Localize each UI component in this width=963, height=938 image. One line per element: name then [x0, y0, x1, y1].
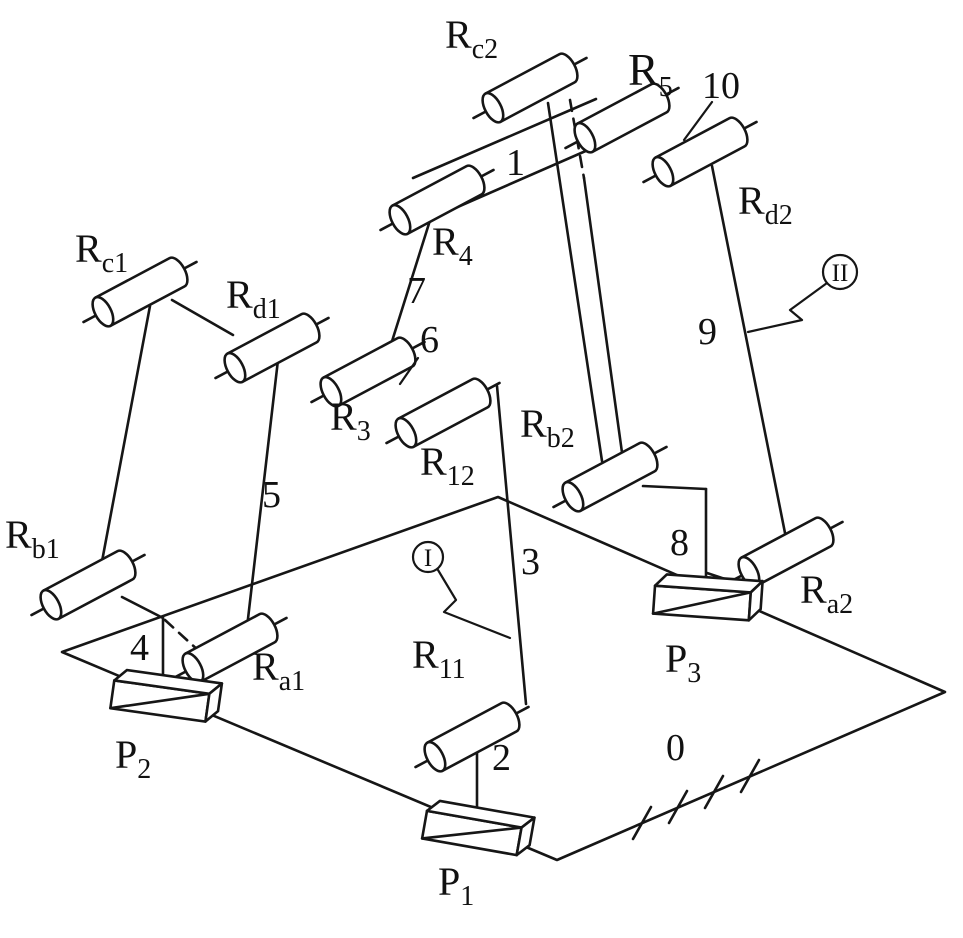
link-rc2-rb2-right	[582, 176, 626, 469]
link-rb2-slider	[641, 484, 708, 491]
label-Rc2: Rc2	[445, 12, 498, 65]
link-rc1-rd1	[170, 298, 235, 337]
label-link-4: 4	[130, 627, 149, 669]
link-rc1-rb1	[98, 304, 152, 574]
link-3-line	[495, 384, 528, 706]
label-R11: R11	[412, 632, 466, 685]
label-link-9: 9	[698, 311, 717, 353]
joint-P3-box	[651, 572, 764, 623]
limb-II-label: II	[832, 260, 849, 287]
label-link-7: 7	[407, 270, 426, 312]
link-rc2-rb2-left	[546, 101, 604, 463]
label-R3: R3	[330, 394, 371, 447]
label-link-3: 3	[521, 541, 540, 583]
label-P1: P1	[438, 859, 474, 912]
link-7-line	[386, 212, 434, 356]
platform-1-upper-edge	[411, 97, 598, 180]
label-Rd1: Rd1	[226, 272, 281, 325]
label-link-0: 0	[666, 727, 685, 769]
label-Ra1: Ra1	[252, 644, 305, 697]
label-R12: R12	[420, 439, 475, 492]
label-Rd2: Rd2	[738, 178, 793, 231]
ground-hatching	[631, 758, 761, 841]
link-rb1-slider	[120, 595, 165, 620]
label-link-8: 8	[670, 522, 689, 564]
joint-R3-cylinder	[302, 326, 434, 418]
leader-limb-I	[436, 568, 512, 640]
base-plane	[60, 495, 947, 862]
label-Rb2: Rb2	[520, 401, 575, 454]
label-link-1: 1	[506, 142, 525, 184]
label-R5: R5	[628, 44, 673, 103]
leader-limb-II	[746, 281, 829, 334]
limb-II-circle	[821, 253, 859, 291]
label-Rb1: Rb1	[5, 512, 60, 565]
link-9-line	[710, 164, 788, 540]
leader-6	[398, 356, 420, 386]
label-link-2: 2	[492, 737, 511, 779]
label-link-6: 6	[420, 319, 439, 361]
link-5-line	[244, 358, 280, 638]
label-R4: R4	[432, 219, 473, 272]
label-Rc1: Rc1	[75, 226, 128, 279]
link-ra1-hidden	[163, 618, 202, 654]
label-link-5: 5	[262, 474, 281, 516]
limb-I-label: I	[424, 545, 432, 572]
label-P2: P2	[115, 732, 151, 785]
label-Ra2: Ra2	[800, 567, 853, 620]
label-link-10: 10	[702, 65, 740, 107]
leader-10	[682, 100, 714, 142]
label-P3: P3	[665, 636, 701, 689]
limb-I-circle	[411, 540, 445, 574]
